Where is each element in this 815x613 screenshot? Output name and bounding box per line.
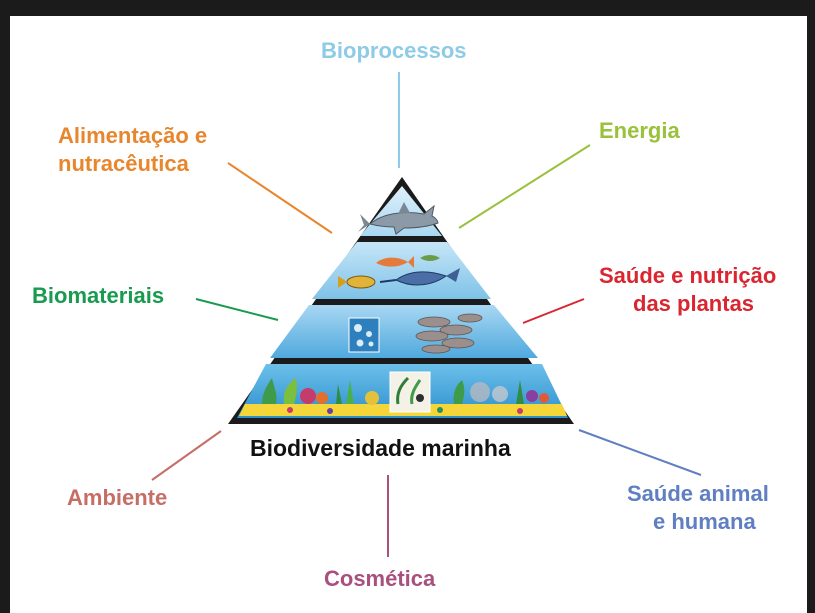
label-alimentacao: Alimentação e nutracêutica [58, 122, 207, 178]
label-cosmetica-text: Cosmética [324, 566, 436, 591]
label-ambiente-text: Ambiente [67, 485, 168, 510]
coral-icon [262, 378, 549, 414]
label-saude-animal-line1: Saúde animal [627, 481, 769, 506]
pyramid-outline [228, 177, 574, 424]
label-alimentacao-line1: Alimentação e [58, 123, 208, 148]
connector-lines [151, 72, 702, 557]
connector-saude-plantas [522, 298, 585, 324]
connector-ambiente [151, 430, 222, 481]
center-label: Biodiversidade marinha [250, 434, 511, 462]
pyramid-tier-second [312, 242, 491, 299]
fish-school-icon [415, 313, 483, 354]
label-bioprocessos: Bioprocessos [321, 37, 467, 65]
seaweed-icon [389, 371, 431, 413]
center-label-text: Biodiversidade marinha [250, 435, 511, 461]
connector-alimentacao [227, 162, 333, 234]
connector-energia [458, 144, 591, 229]
label-biomateriais: Biomateriais [32, 282, 164, 310]
label-alimentacao-line2: nutracêutica [58, 151, 189, 176]
pyramid-tier-third [270, 305, 538, 358]
frame-top-border [0, 0, 815, 16]
frame-left-border [0, 0, 10, 613]
frame-right-border [807, 0, 815, 613]
label-bioprocessos-text: Bioprocessos [321, 38, 467, 63]
plankton-icon [348, 317, 380, 353]
connector-biomateriais [195, 298, 279, 321]
label-saude-plantas-line2: das plantas [633, 291, 755, 316]
label-cosmetica: Cosmética [324, 565, 435, 593]
label-ambiente: Ambiente [67, 484, 167, 512]
label-saude-animal-line2: e humana [653, 509, 756, 534]
label-energia: Energia [599, 117, 680, 145]
label-saude-plantas: Saúde e nutrição das plantas [599, 262, 776, 318]
shark-icon [358, 202, 439, 235]
label-saude-plantas-line1: Saúde e nutrição [599, 263, 777, 288]
label-energia-text: Energia [599, 118, 680, 143]
label-saude-animal: Saúde animal e humana [627, 480, 769, 536]
connector-saude-animal [578, 429, 702, 476]
label-biomateriais-text: Biomateriais [32, 283, 165, 308]
fish-icon [338, 255, 460, 289]
